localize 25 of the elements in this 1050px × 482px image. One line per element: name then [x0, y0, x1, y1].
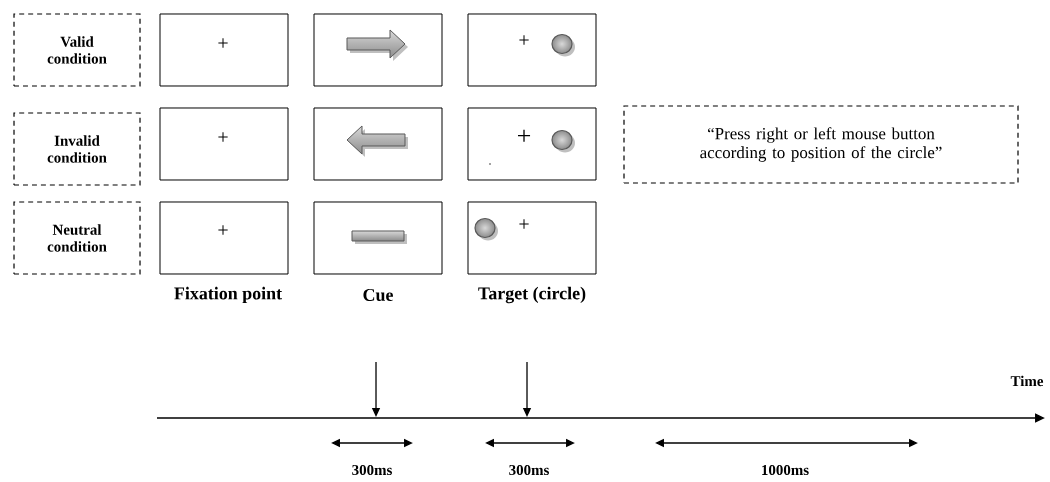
fixation-cross: + — [218, 132, 228, 142]
duration-label: 300ms — [509, 464, 549, 476]
fixation-cross: + — [218, 225, 228, 235]
stimulus-panel — [467, 13, 597, 87]
fixation-cross: + — [519, 219, 529, 229]
condition-box: Invalid condition — [13, 112, 141, 186]
stimulus-panel — [313, 13, 443, 87]
stimulus-panel — [159, 13, 289, 87]
condition-box: Valid condition — [13, 13, 141, 87]
stimulus-panel — [313, 201, 443, 275]
stimulus-panel — [467, 107, 597, 181]
column-label: Target (circle) — [478, 286, 586, 304]
stimulus-panel — [159, 201, 289, 275]
fixation-cross: + — [519, 35, 529, 45]
column-label: Fixation point — [174, 286, 282, 304]
fixation-cross: + — [218, 38, 228, 48]
stimulus-panel — [159, 107, 289, 181]
duration-label: 300ms — [352, 464, 392, 476]
condition-box: Neutral condition — [13, 201, 141, 275]
axis-label: Time — [1010, 375, 1044, 387]
stimulus-panel — [313, 107, 443, 181]
instruction-box: “Press right or left mouse button according to position of the circle” — [623, 105, 1019, 184]
stimulus-panel — [467, 201, 597, 275]
duration-label: 1000ms — [762, 464, 809, 476]
fixation-cross: + — [518, 129, 531, 142]
